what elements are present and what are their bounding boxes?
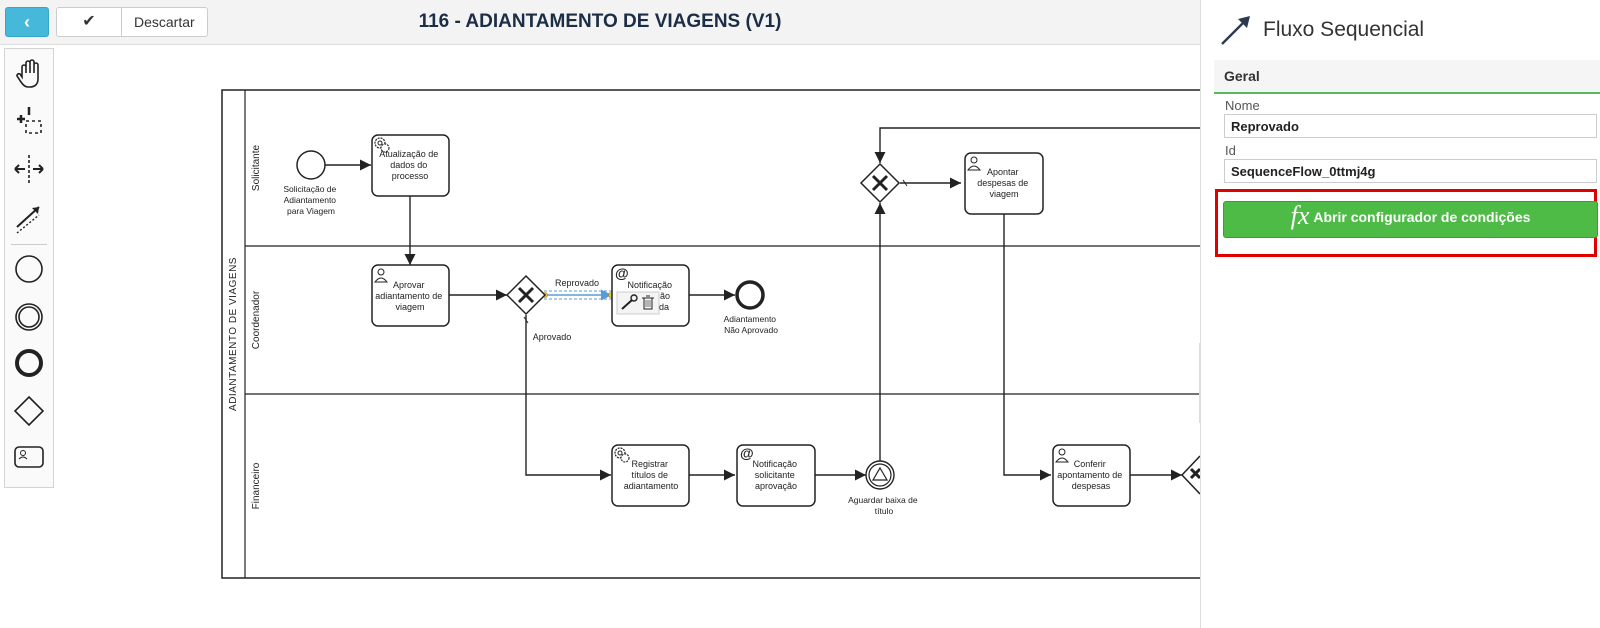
task-expenses[interactable]: Apontar despesas de viagem	[964, 152, 1044, 215]
end-event-label: Adiantamento Não Aprovado	[724, 314, 779, 335]
exclusive-gateway-solicitante[interactable]	[859, 162, 901, 204]
exclusive-gateway-approval[interactable]	[505, 274, 547, 316]
chevron-left-icon: ‹	[24, 12, 30, 32]
flow-label-aprovado[interactable]: Aprovado	[533, 332, 572, 342]
save-button[interactable]: ✔	[57, 8, 122, 36]
task-notify-reject-label: Notificação ção da	[627, 280, 674, 312]
check-icon: ✔	[82, 13, 96, 30]
section-title: Geral	[1224, 68, 1260, 84]
panel-title: Fluxo Sequencial	[1263, 18, 1425, 41]
task-check-expenses[interactable]: Conferir apontamento de despesas	[1052, 444, 1131, 507]
start-event-label: Solicitação de Adiantamento para Viagem	[283, 184, 338, 216]
signal-icon	[871, 466, 889, 481]
space-tool-icon[interactable]	[9, 149, 49, 189]
selected-flow-reprovado[interactable]	[542, 289, 614, 301]
lane-label-financeiro: Financeiro	[251, 462, 262, 509]
intermediate-event-icon[interactable]	[9, 297, 49, 337]
lane-label-solicitante: Solicitante	[251, 144, 262, 191]
task-register-label: Registrar títulos de adiantamento	[624, 459, 679, 491]
user-icon	[966, 156, 982, 171]
trash-icon[interactable]	[642, 295, 654, 310]
at-sign-icon: @	[615, 265, 629, 281]
gear-icon	[374, 137, 390, 153]
intermediate-event-wait[interactable]	[865, 460, 895, 490]
name-label: Nome	[1225, 98, 1260, 113]
task-update-data[interactable]: Atualização de dados do processo	[371, 134, 450, 197]
pool[interactable]	[221, 89, 1200, 579]
section-geral-header[interactable]: Geral	[1214, 60, 1600, 94]
palette-divider	[11, 244, 47, 245]
connect-tool-icon[interactable]	[9, 197, 49, 237]
id-input[interactable]	[1224, 159, 1597, 183]
back-button[interactable]: ‹	[5, 7, 49, 37]
task-notify-approval[interactable]: @ Notificação solicitante aprovação	[736, 444, 816, 507]
hand-tool-icon[interactable]	[9, 53, 49, 93]
start-event-icon[interactable]	[9, 249, 49, 289]
tool-palette	[4, 48, 54, 488]
lane-label-coordenador: Coordenador	[251, 290, 262, 349]
gateway-icon[interactable]	[9, 391, 49, 431]
gear-icon	[614, 447, 630, 463]
diagram-canvas[interactable]: ADIANTAMENTO DE VIAGENS Solicitante Coor…	[0, 44, 1200, 628]
intermediate-event-label: Aguardar baixa de título	[848, 495, 920, 516]
sequence-flow-icon	[1221, 16, 1250, 45]
task-icon[interactable]	[9, 437, 49, 477]
task-approve[interactable]: Aprovar adiantamento de viagem	[371, 264, 450, 327]
id-label: Id	[1225, 143, 1236, 158]
open-conditions-label: Abrir configurador de condições	[1313, 209, 1531, 225]
discard-button[interactable]: Descartar	[134, 14, 195, 30]
task-notify-approval-label: Notificação solicitante aprovação	[752, 459, 799, 491]
task-register[interactable]: Registrar títulos de adiantamento	[611, 444, 690, 507]
flow-label-reprovado[interactable]: Reprovado	[555, 278, 599, 288]
page-title: 116 - ADIANTAMENTO DE VIAGENS (V1)	[418, 11, 782, 32]
user-icon	[373, 268, 389, 283]
end-event-not-approved[interactable]	[735, 280, 765, 310]
lasso-tool-icon[interactable]	[9, 101, 49, 141]
user-icon	[1054, 448, 1070, 463]
start-event[interactable]	[296, 150, 326, 180]
pool-label: ADIANTAMENTO DE VIAGENS	[228, 257, 239, 411]
name-input[interactable]	[1224, 114, 1597, 138]
action-button-group: ✔ Descartar	[56, 7, 208, 37]
task-approve-label: Aprovar adiantamento de viagem	[375, 280, 445, 312]
context-pad[interactable]	[616, 291, 660, 315]
wrench-icon[interactable]	[621, 294, 638, 310]
task-expenses-label: Apontar despesas de viagem	[977, 167, 1031, 199]
at-sign-icon: @	[740, 445, 754, 461]
exclusive-gateway-partial[interactable]	[1180, 455, 1200, 495]
end-event-icon[interactable]	[9, 343, 49, 383]
editor-toolbar: ‹ ✔ Descartar 116 - ADIANTAMENTO DE VIAG…	[0, 0, 1200, 45]
task-update-label: Atualização de dados do processo	[379, 149, 441, 181]
sequence-flows[interactable]	[325, 127, 1200, 481]
function-icon: fx	[1290, 201, 1310, 230]
task-check-expenses-label: Conferir apontamento de despesas	[1057, 459, 1125, 491]
